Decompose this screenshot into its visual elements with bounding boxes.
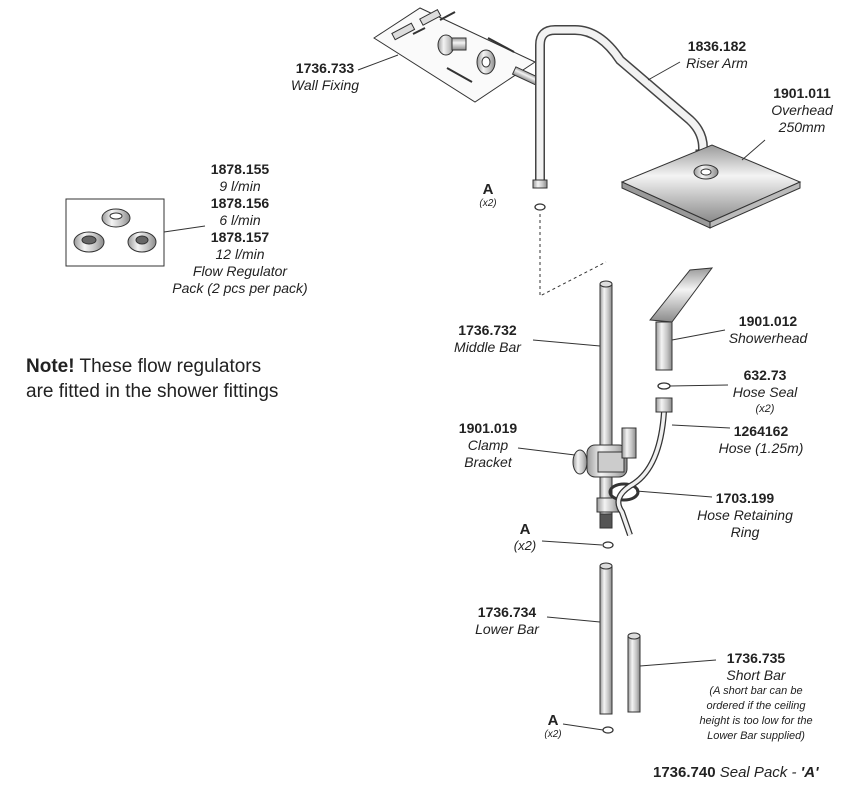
part-name: Hose Retaining xyxy=(697,507,793,523)
label-showerhead: 1901.012 Showerhead xyxy=(722,313,814,347)
part-note: height is too low for the xyxy=(699,715,813,727)
note-bold: Note! xyxy=(26,356,75,377)
seal-pack-letter: 'A' xyxy=(800,764,819,781)
part-name: Flow Regulator xyxy=(192,263,288,279)
part-name: Showerhead xyxy=(728,330,808,346)
part-code: 1703.199 xyxy=(715,490,775,506)
clamp-bracket-illustration xyxy=(572,427,637,478)
part-code: 1878.157 xyxy=(210,229,270,245)
leader-short-bar xyxy=(639,659,717,667)
flow-regulator-note: Note! These flow regulators are fitted i… xyxy=(26,354,278,404)
flow-rate: 6 l/min xyxy=(219,212,261,228)
part-code: 1836.182 xyxy=(687,38,747,54)
part-name: Ring xyxy=(730,524,760,540)
seal-a-label: A (x2) xyxy=(474,181,502,210)
part-code: 1736.733 xyxy=(295,60,355,76)
note-text: These flow regulators xyxy=(74,356,262,377)
leader-middle-bar xyxy=(532,339,601,347)
part-note: (A short bar can be xyxy=(709,685,803,697)
label-short-bar: 1736.735 Short Bar (A short bar can be o… xyxy=(682,650,830,744)
seal-letter: A xyxy=(482,181,494,198)
overhead-shower-illustration xyxy=(620,144,802,229)
leader-overhead xyxy=(741,139,766,161)
showerhead-illustration xyxy=(649,267,714,371)
seal-pack-footer: 1736.740 Seal Pack - 'A' xyxy=(653,764,819,781)
part-name: Middle Bar xyxy=(454,339,521,355)
part-name: Hose Seal xyxy=(732,384,798,400)
seal-a-ring xyxy=(602,726,614,734)
leader-showerhead xyxy=(671,329,726,341)
leader-hose-seal xyxy=(669,384,729,387)
label-riser-arm: 1836.182 Riser Arm xyxy=(672,38,762,72)
part-code: 1901.011 xyxy=(773,85,831,101)
leader-seal-a-1 xyxy=(541,540,603,546)
leader-hose xyxy=(671,424,731,429)
leader-lower-bar xyxy=(546,616,601,623)
part-note: Lower Bar supplied) xyxy=(707,730,805,742)
part-code: 632.73 xyxy=(743,367,787,383)
wall-fixing-illustration xyxy=(373,7,541,103)
assembly-guide-line xyxy=(539,214,607,297)
flow-rate: 9 l/min xyxy=(219,178,261,194)
note-text: are fitted in the shower fittings xyxy=(26,381,279,402)
leader-seal-a-2 xyxy=(562,723,604,731)
label-hose-retaining-ring: 1703.199 Hose Retaining Ring xyxy=(688,490,802,541)
part-code: 1901.012 xyxy=(738,313,798,329)
label-clamp-bracket: 1901.019 Clamp Bracket xyxy=(448,420,528,471)
seal-qty: (x2) xyxy=(479,198,497,209)
seal-qty: (x2) xyxy=(544,729,562,740)
seal-letter: A xyxy=(547,712,559,729)
part-name: Pack (2 pcs per pack) xyxy=(172,280,308,296)
flow-rate: 12 l/min xyxy=(215,246,265,262)
label-hose-seal: 632.73 Hose Seal (x2) xyxy=(725,367,805,418)
seal-letter: A xyxy=(519,521,531,538)
seal-a-ring xyxy=(534,203,546,211)
part-code: 1901.019 xyxy=(458,420,518,436)
lower-bar-illustration xyxy=(599,562,613,715)
label-lower-bar: 1736.734 Lower Bar xyxy=(462,604,552,638)
part-name: Short Bar xyxy=(726,667,786,683)
part-name: Overhead xyxy=(771,102,833,118)
part-code: 1736.734 xyxy=(477,604,537,620)
part-size: 250mm xyxy=(778,119,826,135)
seal-a-label: A (x2) xyxy=(538,712,568,741)
seal-pack-code: 1736.740 xyxy=(653,764,716,781)
part-code: 1264162 xyxy=(733,423,789,439)
part-note: ordered if the ceiling xyxy=(706,700,806,712)
seal-a-label: A (x2) xyxy=(508,521,542,554)
label-hose: 1264162 Hose (1.25m) xyxy=(702,423,820,457)
short-bar-illustration xyxy=(627,632,641,713)
part-qty: (x2) xyxy=(755,403,775,415)
leader-hose-ring xyxy=(635,490,713,498)
leader-wall-fixing xyxy=(357,54,399,71)
part-name: Riser Arm xyxy=(686,55,748,71)
part-name: Hose (1.25m) xyxy=(718,440,804,456)
part-code: 1878.156 xyxy=(210,195,270,211)
part-name: Clamp xyxy=(467,437,509,453)
part-name: Bracket xyxy=(464,454,512,470)
part-code: 1878.155 xyxy=(210,161,270,177)
part-code: 1736.735 xyxy=(726,650,786,666)
label-middle-bar: 1736.732 Middle Bar xyxy=(440,322,535,356)
seal-a-ring xyxy=(602,541,614,549)
part-name: Wall Fixing xyxy=(290,77,360,93)
flow-regulator-illustration xyxy=(65,198,165,267)
leader-flow-regulator xyxy=(163,225,206,233)
hose-seal-ring xyxy=(657,382,671,390)
leader-riser-arm xyxy=(647,61,681,81)
label-flow-regulator: 1878.155 9 l/min 1878.156 6 l/min 1878.1… xyxy=(160,161,320,297)
seal-qty: (x2) xyxy=(513,538,537,553)
part-name: Lower Bar xyxy=(475,621,539,637)
label-wall-fixing: 1736.733 Wall Fixing xyxy=(280,60,370,94)
label-overhead: 1901.011 Overhead 250mm xyxy=(762,85,842,136)
seal-pack-text: Seal Pack - xyxy=(715,764,801,781)
part-code: 1736.732 xyxy=(458,322,517,338)
leader-clamp-bracket xyxy=(517,447,576,456)
